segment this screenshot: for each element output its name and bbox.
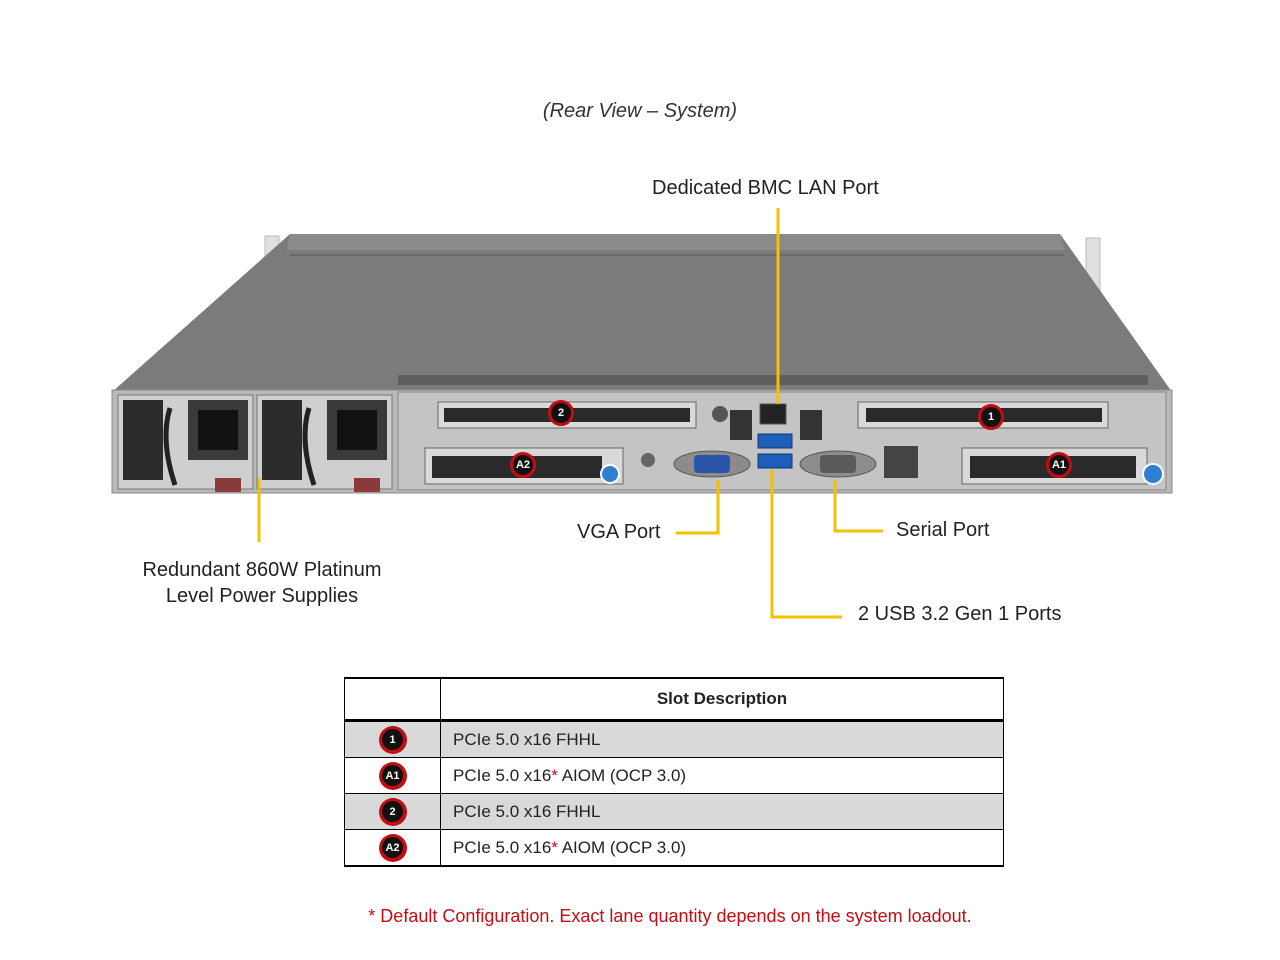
- asterisk-mark: *: [551, 837, 558, 857]
- table-row: 1 PCIe 5.0 x16 FHHL: [344, 720, 1004, 758]
- power-supply-2: [256, 394, 393, 492]
- slot-description-table: Slot Description 1 PCIe 5.0 x16 FHHL A1 …: [344, 677, 1004, 867]
- chassis-top-cover: [112, 234, 1172, 392]
- usb-leader: [770, 470, 842, 619]
- slot-1-description: PCIe 5.0 x16 FHHL: [453, 729, 601, 749]
- slot-1-table-badge: 1: [378, 725, 407, 754]
- server-rear-illustration: [111, 208, 1173, 619]
- usb-port-1: [757, 433, 793, 449]
- usb-ports-label: 2 USB 3.2 Gen 1 Ports: [858, 603, 1062, 625]
- power-supply-label: Redundant 860W Platinum Level Power Supp…: [142, 559, 382, 607]
- diagram-title: (Rear View – System): [542, 100, 738, 122]
- footnote: * Default Configuration. Exact lane quan…: [368, 906, 972, 926]
- serial-leader: [833, 480, 883, 533]
- usb-port-2: [757, 453, 793, 469]
- asterisk-mark: *: [551, 765, 558, 785]
- slot-a2-badge: A2: [510, 452, 536, 478]
- slot-2-description: PCIe 5.0 x16 FHHL: [453, 801, 601, 821]
- vga-leader: [676, 480, 720, 535]
- table-header-row: Slot Description: [344, 677, 1004, 722]
- table-row: 2 PCIe 5.0 x16 FHHL: [344, 793, 1004, 830]
- table-row: A1 PCIe 5.0 x16* AIOM (OCP 3.0): [344, 757, 1004, 794]
- leader-lines: [257, 208, 883, 619]
- table-row: A2 PCIe 5.0 x16* AIOM (OCP 3.0): [344, 829, 1004, 867]
- slot-a2-description: PCIe 5.0 x16: [453, 837, 552, 857]
- table-header-description: Slot Description: [440, 677, 1004, 722]
- power-supply-1: [117, 394, 254, 492]
- slot-a2-table-badge: A2: [378, 833, 407, 862]
- bmc-lan-label: Dedicated BMC LAN Port: [652, 177, 879, 199]
- serial-port-label: Serial Port: [896, 519, 990, 541]
- slot-1-badge: 1: [978, 404, 1004, 430]
- bmc-lan-port: [759, 403, 787, 425]
- slot-2-badge: 2: [548, 400, 574, 426]
- slot-2-table-badge: 2: [378, 797, 407, 826]
- vent-strip: [398, 375, 1148, 385]
- slot-a1-table-badge: A1: [378, 761, 407, 790]
- vga-port-label: VGA Port: [577, 521, 661, 543]
- slot-a1-badge: A1: [1046, 452, 1072, 478]
- slot-a1-description: PCIe 5.0 x16: [453, 765, 552, 785]
- table-header-icon: [344, 677, 441, 722]
